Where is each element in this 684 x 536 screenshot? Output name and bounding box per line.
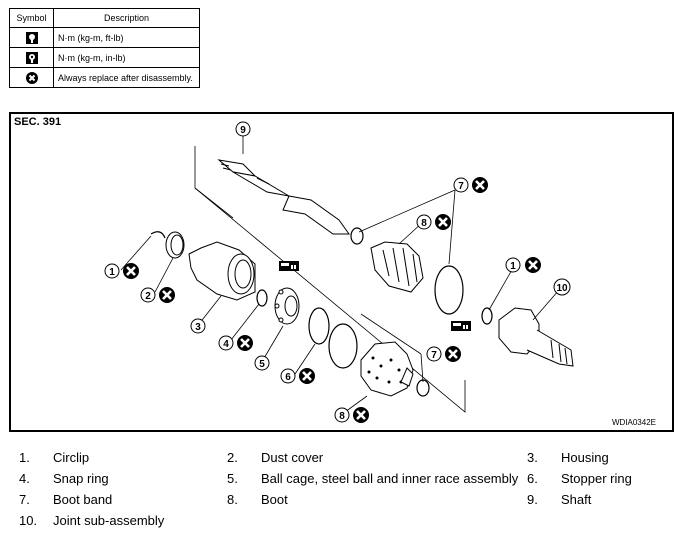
replace-x-icon xyxy=(351,405,371,425)
legend-description: N·m (kg-m, in-lb) xyxy=(53,47,200,68)
replace-x-icon xyxy=(523,255,543,275)
svg-text:8: 8 xyxy=(421,218,427,229)
svg-text:6: 6 xyxy=(285,372,291,383)
symbol-legend-table: Symbol Description N·m (kg-m, ft-lb) N·m… xyxy=(9,8,200,88)
svg-text:7: 7 xyxy=(458,181,464,192)
boot-upper xyxy=(370,241,424,293)
snap-ring xyxy=(256,289,268,307)
legend-header-row: Symbol Description xyxy=(9,8,200,28)
boot-band xyxy=(416,379,430,397)
boot-lower xyxy=(360,341,414,397)
boot-band xyxy=(434,265,464,315)
legend-row: N·m (kg-m, ft-lb) xyxy=(9,27,200,48)
callout-4: 4 xyxy=(218,333,255,353)
replace-x-icon xyxy=(297,366,317,386)
callout-7: 7 xyxy=(453,175,490,195)
callout-1: 1 xyxy=(104,261,141,281)
boot-band xyxy=(328,323,358,369)
torque-wrench-icon xyxy=(279,261,299,271)
callout-5: 5 xyxy=(254,355,270,371)
leader-lines xyxy=(120,136,560,413)
callout-1: 1 xyxy=(505,255,543,275)
ball-cage xyxy=(274,287,300,325)
stopper-ring xyxy=(308,307,330,345)
legend-description: N·m (kg-m, ft-lb) xyxy=(53,27,200,48)
joint-sub-assembly xyxy=(498,307,574,367)
dust-cover xyxy=(165,231,185,259)
svg-text:8: 8 xyxy=(339,411,345,422)
callout-6: 6 xyxy=(280,366,317,386)
torque-wrench-icon xyxy=(25,31,38,44)
replace-x-icon xyxy=(121,261,141,281)
legend-description: Always replace after disassembly. xyxy=(53,67,200,88)
exploded-diagram: SEC. 391 xyxy=(9,112,674,432)
replace-x-icon xyxy=(470,175,490,195)
torque-wrench-small-icon xyxy=(25,51,38,64)
svg-text:2: 2 xyxy=(145,291,151,302)
svg-text:4: 4 xyxy=(223,339,229,350)
svg-text:3: 3 xyxy=(195,322,201,333)
callout-8: 8 xyxy=(334,405,371,425)
replace-x-icon xyxy=(443,344,463,364)
shaft xyxy=(217,159,350,235)
callout-9: 9 xyxy=(235,121,251,137)
svg-text:1: 1 xyxy=(510,261,516,272)
callout-8: 8 xyxy=(416,212,453,232)
replace-x-icon xyxy=(433,212,453,232)
replace-x-icon xyxy=(235,333,255,353)
legend-header-symbol: Symbol xyxy=(9,8,54,28)
guide-lines xyxy=(194,146,466,413)
svg-text:7: 7 xyxy=(431,350,437,361)
circlip-right xyxy=(481,307,493,325)
replace-x-icon xyxy=(25,71,38,84)
driveshaft-exploded-view: 9 7 8 1 1 10 2 xyxy=(104,121,574,425)
housing xyxy=(188,241,256,301)
callout-10: 10 xyxy=(553,278,571,296)
torque-wrench-icon xyxy=(451,321,471,331)
replace-x-icon xyxy=(157,285,177,305)
svg-text:1: 1 xyxy=(109,267,115,278)
callout-2: 2 xyxy=(140,285,177,305)
legend-row: N·m (kg-m, in-lb) xyxy=(9,47,200,68)
section-label: SEC. 391 xyxy=(14,116,62,128)
legend-header-description: Description xyxy=(53,8,200,28)
svg-text:5: 5 xyxy=(259,359,265,370)
legend-row: Always replace after disassembly. xyxy=(9,67,200,88)
callout-3: 3 xyxy=(190,318,206,334)
boot-band xyxy=(350,227,364,245)
callout-7: 7 xyxy=(426,344,463,364)
figure-id: WDIA0342E xyxy=(611,418,656,427)
svg-text:9: 9 xyxy=(240,125,246,136)
svg-text:10: 10 xyxy=(556,283,568,294)
circlip-left xyxy=(150,231,166,239)
